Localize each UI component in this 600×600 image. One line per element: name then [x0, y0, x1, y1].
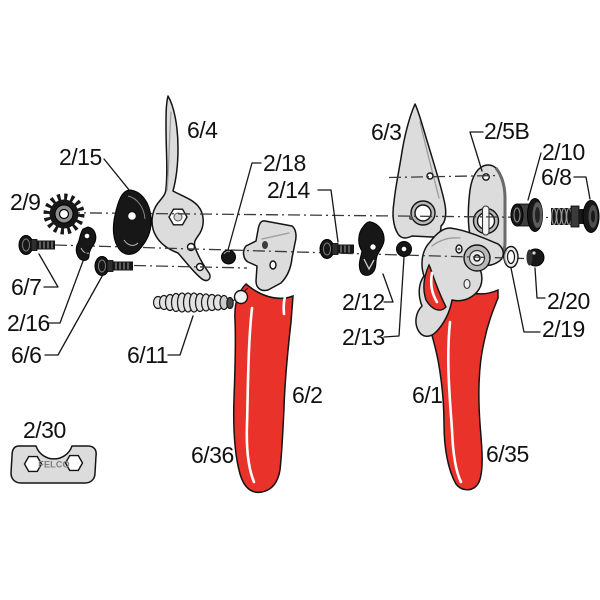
label-2-30: 2/30: [23, 417, 66, 443]
leader-6-6: [44, 270, 106, 356]
label-6-35: 6/35: [486, 441, 529, 467]
label-6-6: 6/6: [11, 342, 41, 368]
label-2-14: 2/14: [267, 177, 310, 203]
label-6-36: 6/36: [191, 442, 234, 468]
bolt-2-14-part: [319, 239, 354, 259]
leader-6-8: [573, 176, 591, 200]
label-2-15: 2/15: [59, 144, 102, 170]
label-2-9: 2/9: [10, 189, 40, 215]
bolt-6-6-part: [94, 256, 133, 276]
bolt-6-8-part: [551, 200, 600, 233]
leader-2-16: [47, 252, 87, 324]
locking-plate-part: FELCO: [10, 445, 97, 484]
leader-lines: [38, 131, 591, 356]
hex-hole-left: [23, 455, 43, 473]
right-grip-front-wedge: [423, 263, 447, 311]
label-2-19: 2/19: [542, 316, 585, 342]
leader-2-18: [227, 162, 262, 251]
nut-2-18-part: [221, 249, 236, 265]
leader-2-10: [527, 152, 542, 201]
label-2-5B: 2/5B: [484, 118, 529, 144]
felco-logo: FELCO: [38, 460, 70, 470]
cam-plate-part: [358, 221, 385, 276]
label-2-10: 2/10: [542, 139, 585, 165]
label-6-4: 6/4: [187, 117, 218, 143]
leader-2-14: [317, 189, 339, 243]
label-6-8: 6/8: [541, 164, 571, 190]
leader-2-15: [103, 158, 131, 192]
leader-2-5B: [469, 131, 484, 172]
left-handle-grip: [233, 282, 294, 494]
spring-part: [152, 292, 234, 313]
axis-line-top-short: [388, 174, 500, 179]
label-2-13: 2/13: [342, 324, 385, 350]
label-2-18: 2/18: [263, 150, 306, 176]
leader-2-20: [534, 267, 546, 299]
adjustment-nut-part: [43, 193, 85, 235]
leader-2-19: [510, 267, 541, 333]
spring-seat-boss: [233, 289, 249, 305]
label-6-2: 6/2: [292, 382, 322, 408]
cutting-blade-part: [392, 103, 447, 239]
hex-hole-right: [64, 454, 84, 472]
label-2-16: 2/16: [7, 310, 50, 336]
leader-2-13: [383, 256, 405, 338]
cam-piece-part: [75, 226, 97, 261]
label-2-20: 2/20: [547, 288, 590, 314]
washer-2-19-part: [503, 245, 519, 269]
label-6-1: 6/1: [412, 382, 442, 408]
catch-plate-part: [112, 189, 152, 255]
axis-line-lower: [133, 264, 248, 269]
label-6-11: 6/11: [127, 342, 168, 368]
label-2-12: 2/12: [342, 289, 385, 315]
bolt-6-7-part: [18, 235, 55, 255]
leader-2-12: [382, 273, 394, 303]
leader-6-11: [167, 315, 194, 356]
label-6-3: 6/3: [371, 119, 401, 145]
label-6-7: 6/7: [11, 274, 41, 300]
cap-nut-part: [526, 248, 545, 267]
left-handle-head: [232, 220, 297, 305]
bushing-part: [510, 198, 543, 232]
part-labels: 2/9 2/15 6/4 6/7 2/16 6/6 6/11 2/30 6/36…: [7, 117, 590, 468]
axis-line-middle: [54, 244, 525, 260]
washer-2-13-part: [396, 241, 412, 257]
leader-6-7: [38, 253, 59, 288]
